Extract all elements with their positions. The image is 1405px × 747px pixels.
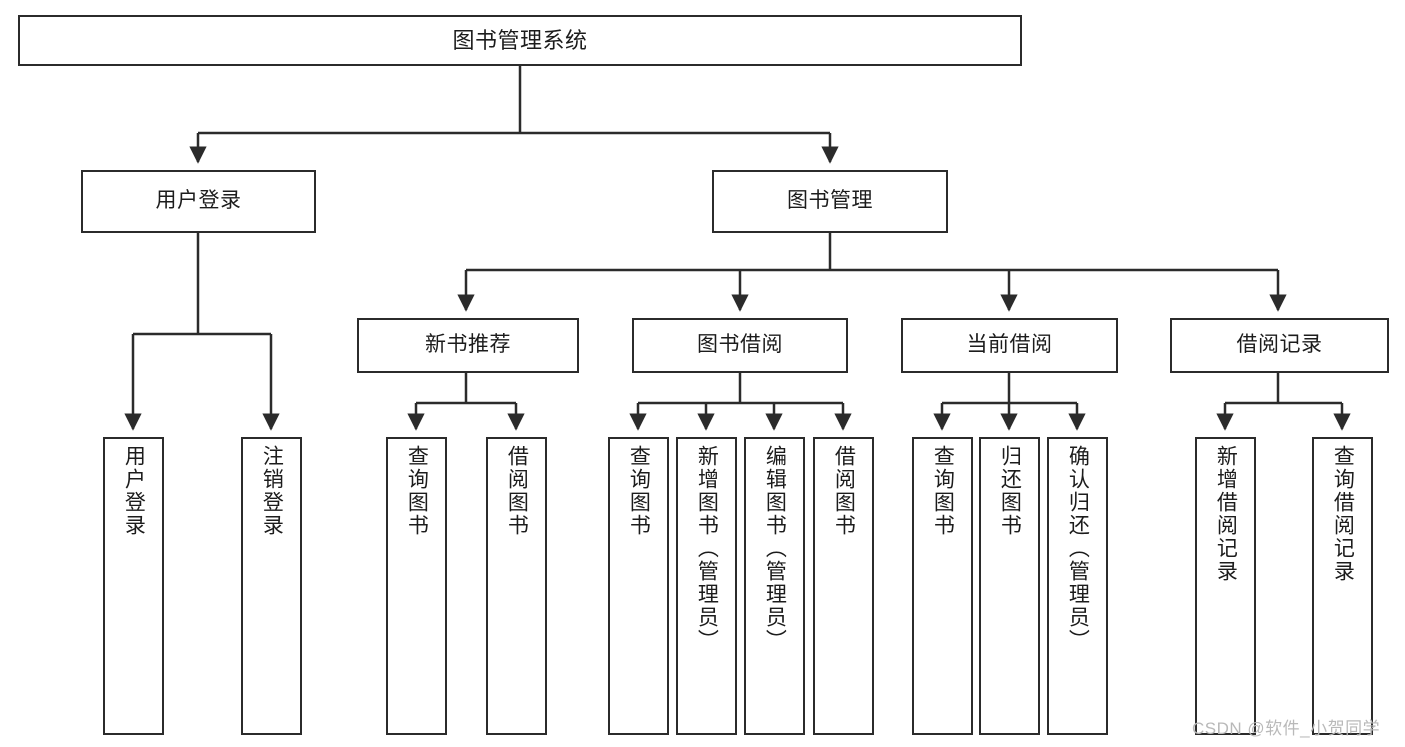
leaf-label: 借阅图书 (832, 445, 856, 537)
leaf-user-login-login[interactable]: 用户登录 (103, 437, 164, 735)
node-new-book-recommend[interactable]: 新书推荐 (357, 318, 579, 373)
leaf-label: 查询借阅记录 (1331, 445, 1355, 583)
node-current-borrow-label: 当前借阅 (966, 333, 1053, 357)
leaf-label: 新增借阅记录 (1214, 445, 1238, 583)
leaf-book-borrow-add[interactable]: 新增图书（管理员） (676, 437, 737, 735)
leaf-book-borrow-borrow[interactable]: 借阅图书 (813, 437, 874, 735)
leaf-label: 归还图书 (998, 445, 1022, 537)
leaf-borrow-record-query[interactable]: 查询借阅记录 (1312, 437, 1373, 735)
leaf-book-borrow-query[interactable]: 查询图书 (608, 437, 669, 735)
leaf-current-borrow-return[interactable]: 归还图书 (979, 437, 1040, 735)
leaf-current-borrow-query[interactable]: 查询图书 (912, 437, 973, 735)
leaf-current-borrow-confirm-return[interactable]: 确认归还（管理员） (1047, 437, 1108, 735)
node-root-label: 图书管理系统 (452, 27, 588, 53)
node-book-manage-label: 图书管理 (787, 189, 873, 213)
leaf-label: 新增图书（管理员） (695, 445, 719, 652)
leaf-user-login-logout[interactable]: 注销登录 (241, 437, 302, 735)
node-current-borrow[interactable]: 当前借阅 (901, 318, 1118, 373)
leaf-label: 查询图书 (627, 445, 651, 537)
leaf-label: 注销登录 (260, 445, 284, 537)
leaf-borrow-record-add[interactable]: 新增借阅记录 (1195, 437, 1256, 735)
leaf-book-borrow-edit[interactable]: 编辑图书（管理员） (744, 437, 805, 735)
node-book-borrow[interactable]: 图书借阅 (632, 318, 848, 373)
leaf-label: 用户登录 (122, 445, 146, 537)
leaf-label: 编辑图书（管理员） (763, 445, 787, 652)
node-borrow-record[interactable]: 借阅记录 (1170, 318, 1389, 373)
node-book-borrow-label: 图书借阅 (697, 333, 783, 357)
leaf-label: 查询图书 (931, 445, 955, 537)
leaf-label: 查询图书 (405, 445, 429, 537)
node-root[interactable]: 图书管理系统 (18, 15, 1022, 66)
watermark: CSDN @软件_小贺同学 (1192, 719, 1381, 738)
node-new-book-recommend-label: 新书推荐 (425, 333, 511, 357)
leaf-new-book-borrow[interactable]: 借阅图书 (486, 437, 547, 735)
leaf-label: 确认归还（管理员） (1066, 445, 1090, 652)
node-borrow-record-label: 借阅记录 (1236, 333, 1323, 357)
node-user-login-label: 用户登录 (155, 189, 242, 213)
leaf-label: 借阅图书 (505, 445, 529, 537)
node-user-login[interactable]: 用户登录 (81, 170, 316, 233)
node-book-manage[interactable]: 图书管理 (712, 170, 948, 233)
leaf-new-book-query[interactable]: 查询图书 (386, 437, 447, 735)
